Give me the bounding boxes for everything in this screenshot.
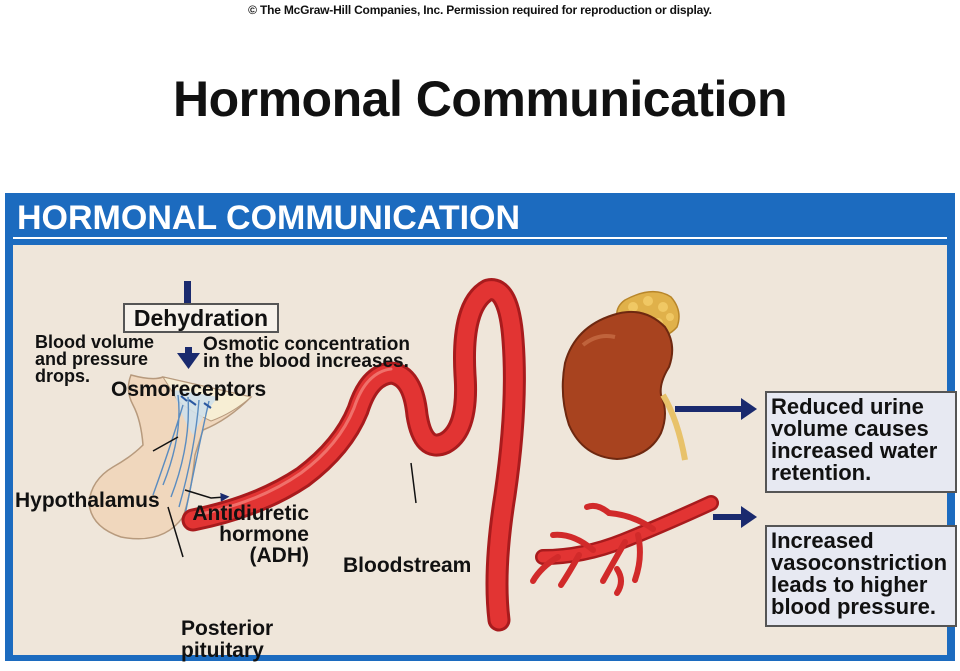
panel-body: Dehydration Blood volume and pressure dr…: [13, 245, 957, 662]
figure-panel: HORMONAL COMMUNICATION: [5, 193, 957, 662]
osmotic-concentration-label: Osmotic concentration in the blood incre…: [203, 334, 410, 372]
copyright-notice: © The McGraw-Hill Companies, Inc. Permis…: [248, 3, 712, 17]
posterior-pituitary-label: Posterior pituitary: [181, 617, 274, 662]
arrow-vessels-to-result: [713, 506, 757, 528]
blood-volume-label: Blood volume and pressure drops.: [35, 332, 155, 386]
panel-heading: HORMONAL COMMUNICATION: [17, 199, 521, 237]
osmoreceptors-label: Osmoreceptors: [111, 378, 267, 401]
adh-label: Antidiuretic hormone (ADH): [192, 502, 309, 567]
diagram-illustration: [88, 278, 757, 632]
arrow-kidney-to-result: [675, 398, 757, 420]
arrow-osmoreceptors-to-hypothalamus: [177, 347, 200, 369]
panel-divider: [13, 237, 947, 239]
bloodstream-label: Bloodstream: [343, 554, 472, 577]
arteriole-illustration: [530, 495, 719, 596]
bloodstream-vessel: [181, 278, 526, 632]
kidney-illustration: [561, 291, 688, 461]
slide-title: Hormonal Communication: [172, 71, 788, 127]
result-box-kidney: Reduced urine volume causes increased wa…: [765, 391, 957, 493]
hypothalamus-label: Hypothalamus: [15, 489, 160, 512]
dehydration-box: Dehydration: [123, 303, 279, 333]
result-box-vessels: Increased vasoconstriction leads to high…: [765, 525, 957, 627]
hypothalamus-pituitary-illustration: [88, 374, 253, 540]
